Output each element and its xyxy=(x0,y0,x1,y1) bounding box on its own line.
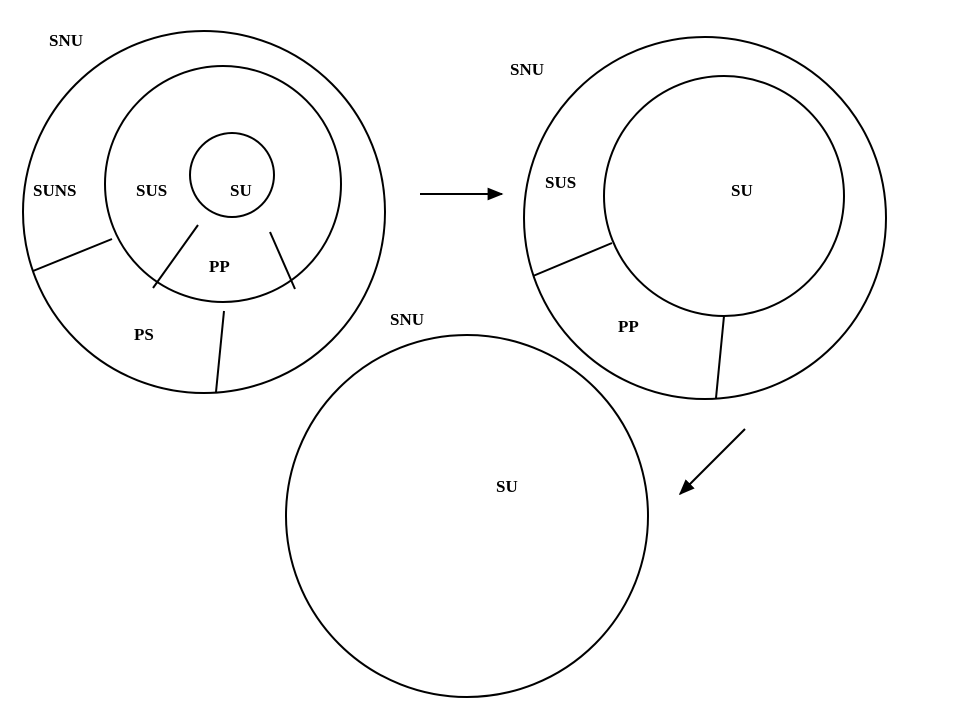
diagram-1-su-label: SU xyxy=(230,181,252,200)
diagram-3: SNU SU xyxy=(285,310,649,698)
diagram-2-inner-circle xyxy=(603,75,845,317)
diagram-2: SNU SUS SU PP xyxy=(510,36,887,400)
diagram-2-divider-left xyxy=(532,242,613,277)
diagram-3-snu-label: SNU xyxy=(390,310,424,329)
diagram-2-outer-circle xyxy=(523,36,887,400)
diagram-1-ps-label: PS xyxy=(134,325,154,344)
diagram-1-pp-label: PP xyxy=(209,257,230,276)
diagram-1-outer-divider-bottom xyxy=(215,310,225,393)
diagram-2-pp-label: PP xyxy=(618,317,639,336)
diagram-1-outer-divider-left xyxy=(32,238,113,272)
diagram-2-su-label: SU xyxy=(731,181,753,200)
diagram-1: SNU SUNS SUS SU PP PS xyxy=(22,30,386,394)
diagram-2-sus-label: SUS xyxy=(545,173,576,192)
diagram-1-suns-label: SUNS xyxy=(33,181,76,200)
diagram-3-su-label: SU xyxy=(496,477,518,496)
diagram-2-divider-bottom xyxy=(715,315,725,399)
diagram-1-inner-divider-left xyxy=(152,224,199,289)
diagram-1-inner-divider-right xyxy=(269,231,296,290)
diagram-1-inner-circle xyxy=(189,132,275,218)
diagram-2-snu-label: SNU xyxy=(510,60,544,79)
diagram-1-middle-circle xyxy=(104,65,342,303)
diagram-1-outer-circle xyxy=(22,30,386,394)
diagram-1-sus-label: SUS xyxy=(136,181,167,200)
arrow-down-left xyxy=(678,428,746,496)
diagram-3-circle xyxy=(285,334,649,698)
diagram-1-snu-label: SNU xyxy=(49,31,83,50)
